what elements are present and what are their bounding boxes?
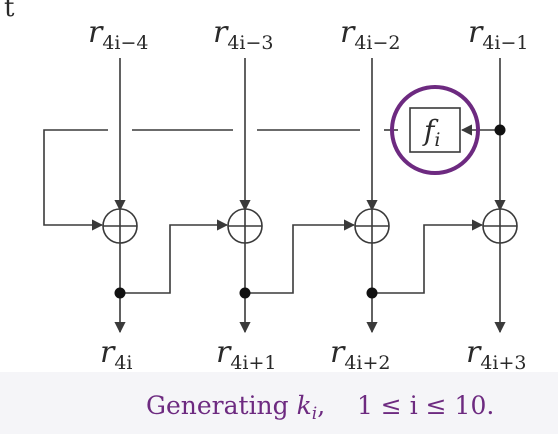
chain-wire-2 [372,219,484,294]
xor-node-0 [102,208,138,244]
xor-node-2 [354,208,390,244]
chain-wire-1 [245,219,356,294]
caption: Generating ki, 1 ≤ i ≤ 10. [146,391,494,424]
junction-dot-0 [114,287,126,299]
xor-node-1 [227,208,263,244]
junction-dot-tap [494,124,506,136]
input-label-0: r4i−4 [88,15,149,54]
chain-wire-0 [120,219,229,294]
function-box: fi [390,85,480,175]
input-label-3: r4i−1 [468,15,529,54]
feedback-seg-3 [43,129,108,231]
xor-node-3 [482,208,518,244]
output-label-3: r4i+3 [466,335,527,374]
input-label-2: r4i−2 [340,15,401,54]
junction-dot-1 [239,287,251,299]
output-label-1: r4i+1 [216,335,277,374]
output-label-2: r4i+2 [330,335,391,374]
junction-dot-2 [366,287,378,299]
output-label-0: r4i [100,335,133,374]
input-label-1: r4i−3 [213,15,274,54]
caption-band [0,372,558,434]
corner-glyph: t [4,0,15,23]
highlight-circle [390,85,480,175]
